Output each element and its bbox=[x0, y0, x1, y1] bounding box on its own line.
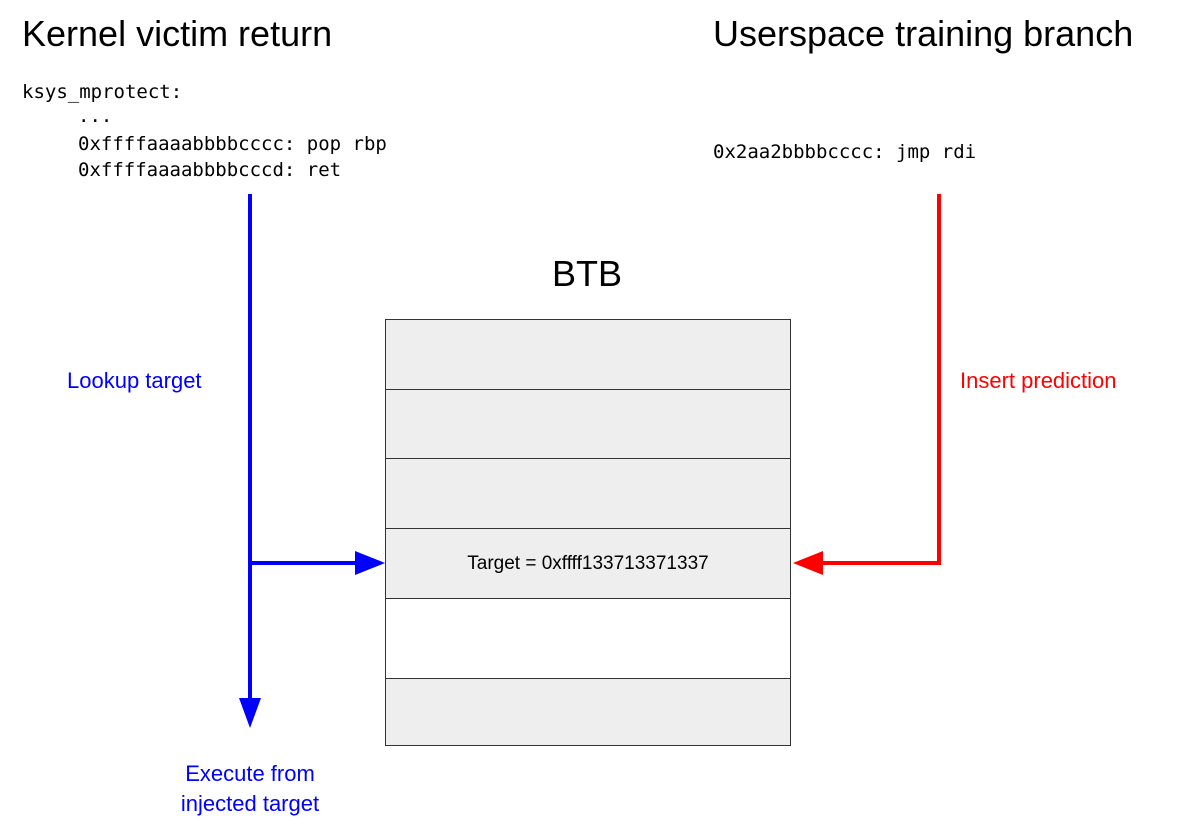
insert-prediction-label: Insert prediction bbox=[960, 368, 1117, 393]
btb-row bbox=[386, 598, 790, 678]
btb-row bbox=[386, 458, 790, 528]
code-function-name: ksys_mprotect: bbox=[22, 81, 183, 103]
btb-title: BTB bbox=[552, 253, 623, 294]
execute-label-line1: Execute from bbox=[185, 761, 315, 786]
kernel-victim-title: Kernel victim return bbox=[22, 13, 333, 54]
userspace-training-title: Userspace training branch bbox=[713, 13, 1134, 54]
execute-label-line2: injected target bbox=[180, 791, 320, 816]
btb-row-target: Target = 0xffff133713371337 bbox=[386, 528, 790, 598]
btb-row bbox=[386, 389, 790, 458]
btb-row bbox=[386, 678, 790, 745]
code-pop-rbp: 0xffffaaaabbbbcccc: pop rbp bbox=[78, 133, 387, 155]
btb-table: Target = 0xffff133713371337 bbox=[385, 319, 791, 746]
btb-row bbox=[386, 320, 790, 389]
code-ret: 0xffffaaaabbbbcccd: ret bbox=[78, 159, 342, 181]
code-ellipsis: ... bbox=[78, 105, 113, 127]
lookup-arrow bbox=[239, 194, 385, 728]
code-jmp-rdi: 0x2aa2bbbbcccc: jmp rdi bbox=[713, 141, 977, 163]
lookup-target-label: Lookup target bbox=[67, 368, 202, 393]
insert-arrow bbox=[793, 194, 941, 575]
